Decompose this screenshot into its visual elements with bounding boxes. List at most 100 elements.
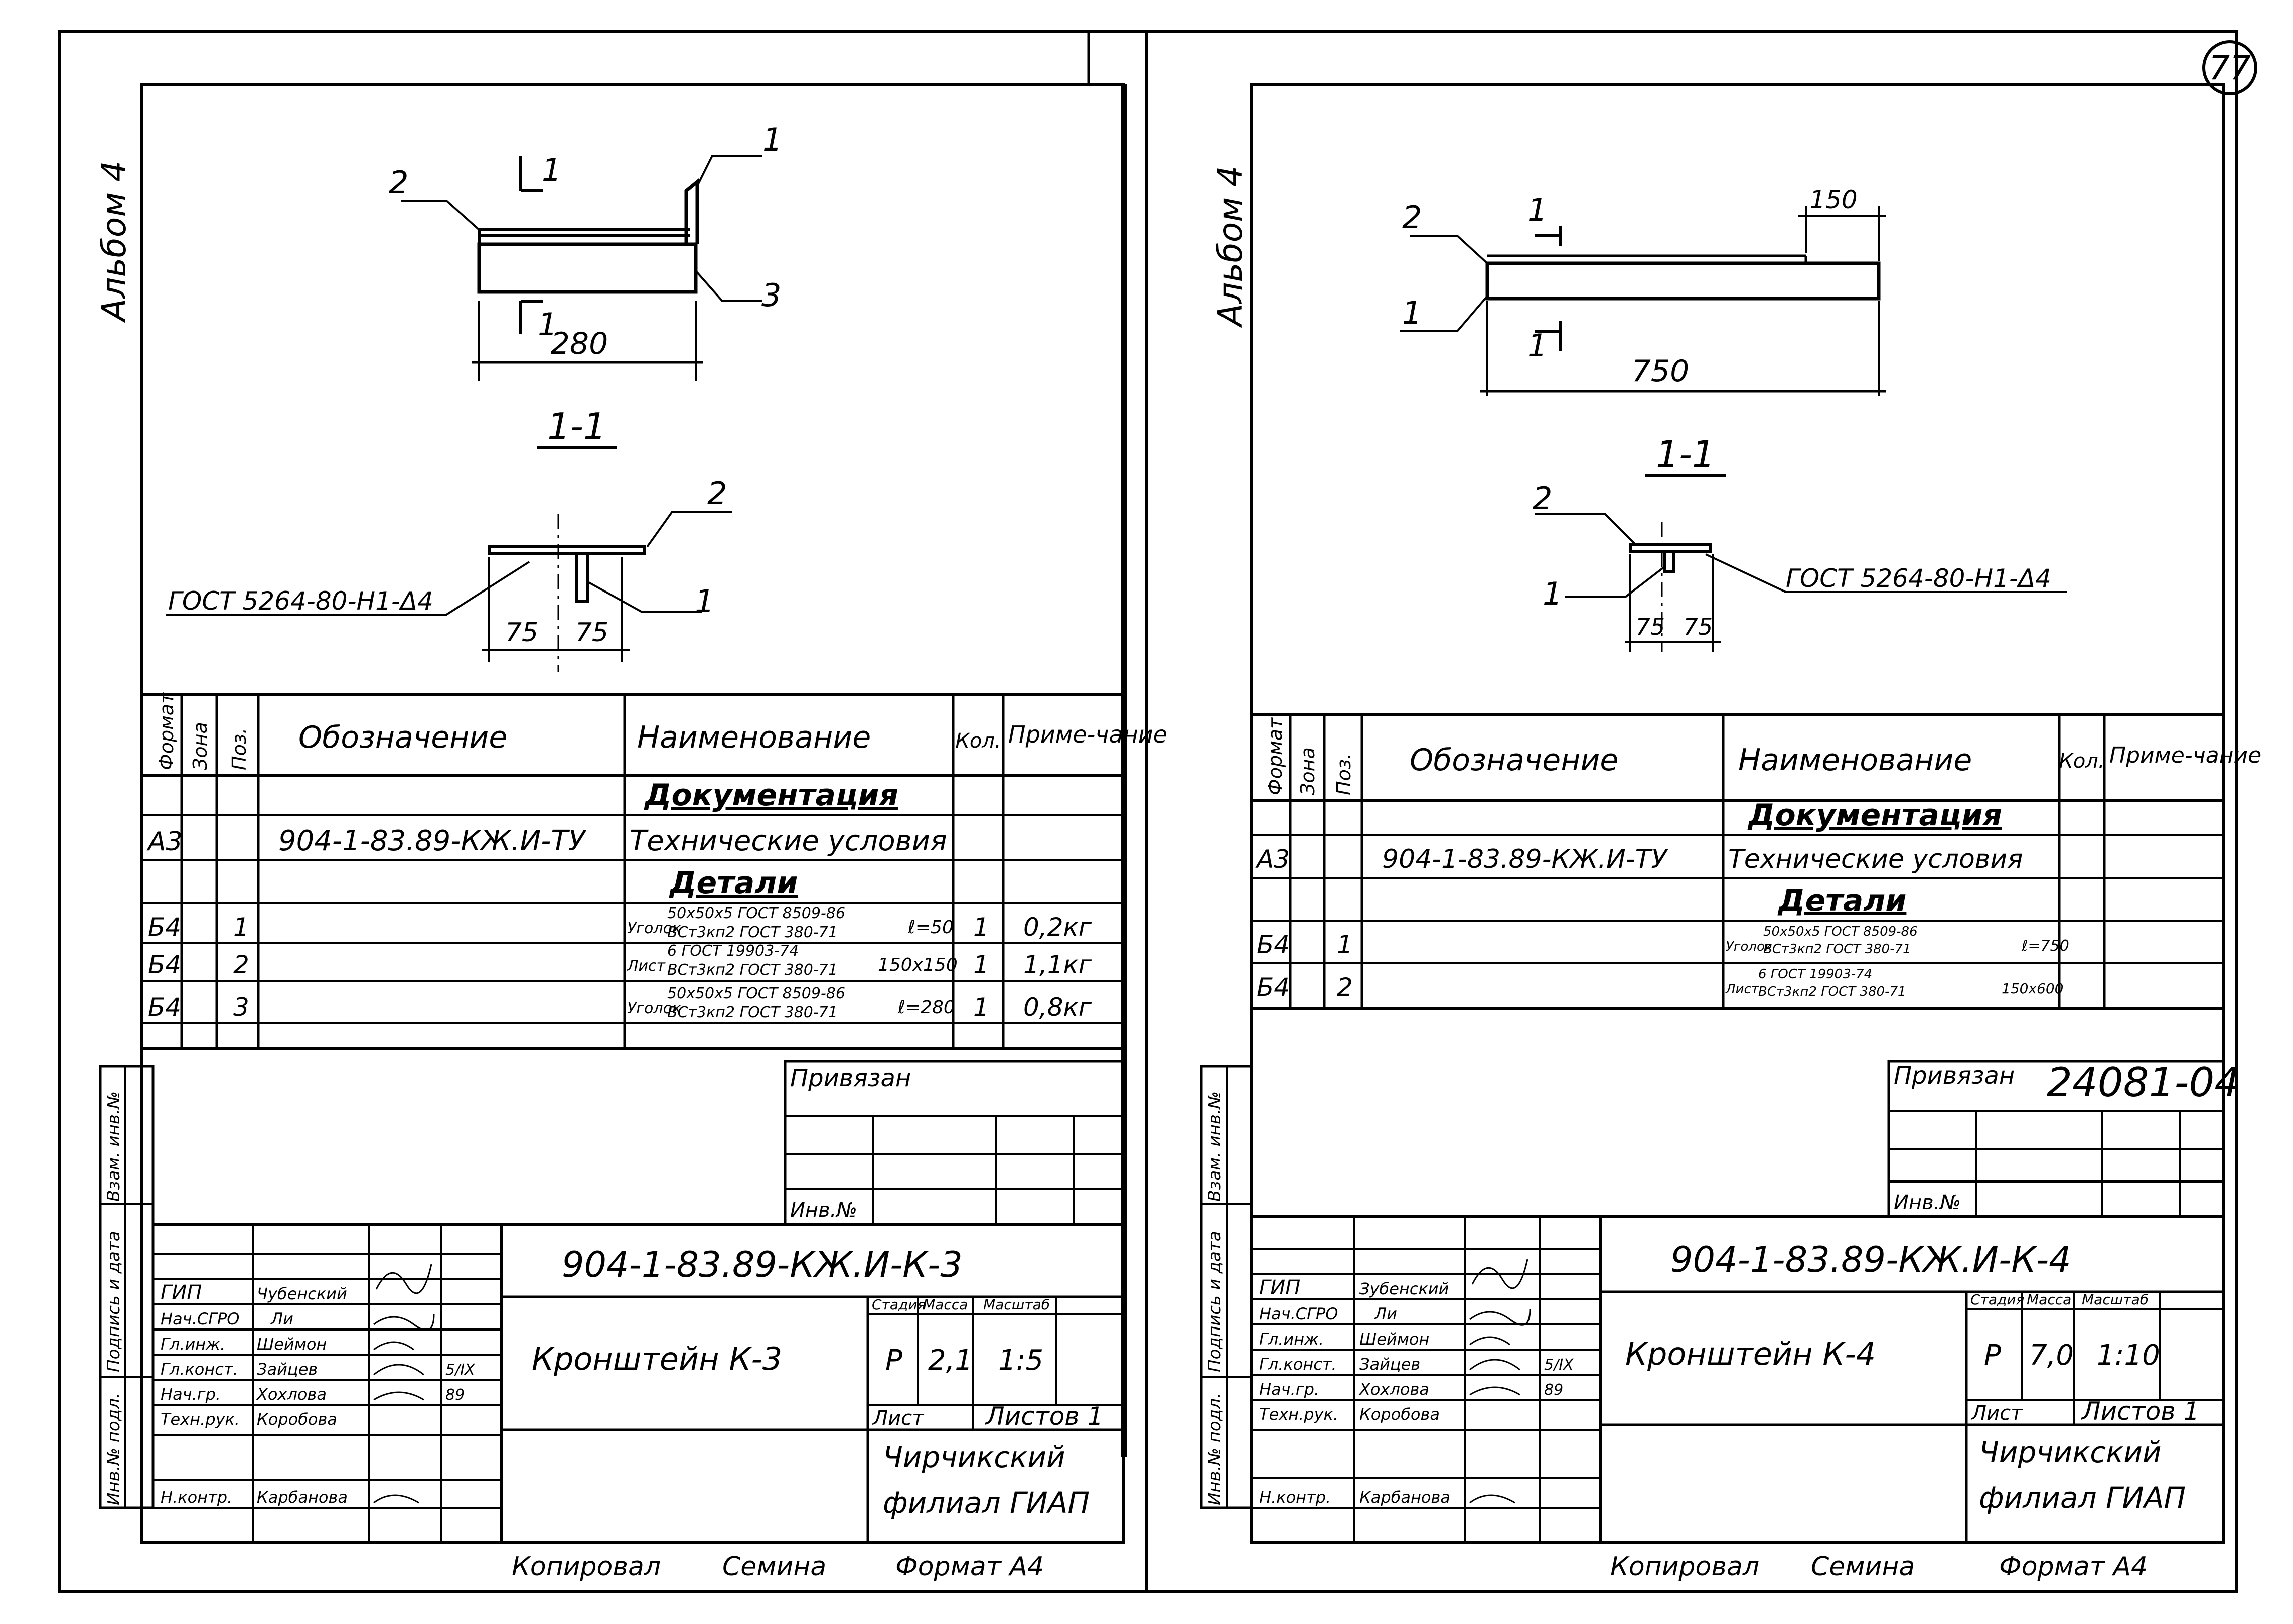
svg-text:Поз.: Поз. bbox=[1333, 753, 1355, 795]
svg-text:Наименование: Наименование bbox=[1738, 743, 1972, 778]
svg-text:Подпись и дата: Подпись и дата bbox=[104, 1231, 124, 1372]
k3-inv-no: Инв.№ bbox=[790, 1199, 857, 1222]
k4-binding-block: Привязан Инв.№ bbox=[1887, 1060, 2225, 1218]
k3-footer-copied: Копировал bbox=[512, 1552, 661, 1582]
svg-text:Чирчикский: Чирчикский bbox=[1979, 1435, 2162, 1469]
svg-text:Гл.инж.: Гл.инж. bbox=[1259, 1330, 1324, 1349]
svg-text:Масштаб: Масштаб bbox=[2082, 1291, 2149, 1308]
svg-text:150х600: 150х600 bbox=[2002, 980, 2063, 997]
svg-text:Шеймон: Шеймон bbox=[1359, 1330, 1429, 1349]
k4-footer-copied: Копировал bbox=[1610, 1552, 1759, 1582]
sheet-number-badge: 77 bbox=[2202, 40, 2257, 95]
k4-section-view: 2 1 ГОСТ 5264-80-Н1-Δ4 75 75 bbox=[1533, 480, 2067, 652]
k4-detail-row-1: Б4 1 Уголок 50х50х5 ГОСТ 8509-86 ВСт3кп2… bbox=[1257, 924, 2069, 959]
svg-text:Чубенский: Чубенский bbox=[257, 1284, 347, 1303]
k3-section-view: 2 1 ГОСТ 5264-80-Н1-Δ4 75 75 bbox=[166, 475, 732, 672]
k4-code: 904-1-83.89-КЖ.И-К-4 bbox=[1670, 1239, 2071, 1280]
svg-text:Технические условия: Технические условия bbox=[1728, 844, 2023, 874]
svg-text:2,1: 2,1 bbox=[928, 1344, 973, 1377]
k4-footer-name: Семина bbox=[1811, 1552, 1915, 1582]
k4-title: Кронштейн К-4 bbox=[1625, 1336, 1876, 1372]
svg-text:2: 2 bbox=[233, 950, 249, 979]
sheet-k3: 1 1 2 1 3 280 1-1 2 1 bbox=[99, 83, 1167, 1582]
k3-hdr-note: Приме-чание bbox=[1008, 721, 1167, 748]
svg-text:Б4: Б4 bbox=[148, 913, 181, 942]
k4-side-strip: Инв.№ подл. Подпись и дата Взам. инв.№ bbox=[1200, 1065, 1253, 1509]
sheet-number: 77 bbox=[2209, 49, 2251, 87]
svg-text:Р: Р bbox=[1984, 1339, 2001, 1372]
k3-doc-designation: 904-1-83.89-КЖ.И-ТУ bbox=[278, 825, 587, 857]
svg-text:Инв.№ подл.: Инв.№ подл. bbox=[1205, 1393, 1225, 1505]
svg-text:1: 1 bbox=[233, 913, 249, 942]
svg-text:Зубенский: Зубенский bbox=[1359, 1279, 1449, 1298]
k3-dim-left: 75 bbox=[505, 618, 538, 648]
svg-text:Стадия: Стадия bbox=[1970, 1291, 2024, 1308]
svg-text:Ли: Ли bbox=[270, 1309, 293, 1328]
svg-text:Зайцев: Зайцев bbox=[257, 1360, 318, 1379]
k3-section-callout-1: 1 bbox=[695, 583, 714, 620]
svg-text:50х50х5 ГОСТ 8509-86: 50х50х5 ГОСТ 8509-86 bbox=[667, 985, 845, 1002]
svg-text:6 ГОСТ 19903-74: 6 ГОСТ 19903-74 bbox=[1758, 967, 1872, 982]
k4-footer-format: Формат А4 bbox=[1999, 1552, 2148, 1582]
svg-text:Формат: Формат bbox=[1264, 717, 1286, 795]
k3-footer-name: Семина bbox=[722, 1552, 826, 1582]
svg-text:Документация: Документация bbox=[1747, 798, 2002, 833]
svg-text:Инв.№ подл.: Инв.№ подл. bbox=[104, 1393, 124, 1505]
svg-text:Лист: Лист bbox=[872, 1407, 925, 1430]
svg-text:Листов 1: Листов 1 bbox=[985, 1402, 1103, 1431]
svg-text:Р: Р bbox=[885, 1344, 902, 1377]
k3-doc-format: А3 bbox=[146, 827, 183, 857]
svg-text:Детали: Детали bbox=[1777, 883, 1906, 918]
k3-binding-block: Привязан Инв.№ bbox=[784, 1060, 1125, 1226]
k3-hdr-name: Наименование bbox=[637, 720, 871, 755]
k3-side-strip: Инв.№ подл. Подпись и дата Взам. инв.№ bbox=[99, 1065, 155, 1509]
svg-text:7,0: 7,0 bbox=[2029, 1339, 2074, 1372]
k3-section-details: Детали bbox=[669, 865, 798, 901]
svg-text:Хохлова: Хохлова bbox=[1358, 1380, 1429, 1399]
svg-text:Масштаб: Масштаб bbox=[983, 1296, 1050, 1313]
svg-text:Коробова: Коробова bbox=[1359, 1405, 1440, 1424]
svg-text:Б4: Б4 bbox=[148, 950, 181, 979]
k3-section-docs: Документация bbox=[644, 778, 898, 813]
svg-text:1: 1 bbox=[973, 993, 989, 1022]
k3-hdr-designation: Обозначение bbox=[298, 720, 507, 755]
svg-text:Н.контр.: Н.контр. bbox=[1259, 1488, 1331, 1507]
svg-text:Н.контр.: Н.контр. bbox=[161, 1488, 232, 1507]
k4-dim-right: 75 bbox=[1684, 613, 1713, 640]
svg-text:Гл.инж.: Гл.инж. bbox=[161, 1335, 225, 1354]
svg-text:Взам. инв.№: Взам. инв.№ bbox=[104, 1091, 124, 1202]
svg-text:Карбанова: Карбанова bbox=[1359, 1488, 1450, 1507]
k4-date: 5/IX bbox=[1544, 1356, 1574, 1374]
svg-text:Взам. инв.№: Взам. инв.№ bbox=[1205, 1091, 1225, 1202]
k3-section-callout-2: 2 bbox=[707, 475, 727, 512]
k4-callout-2: 2 bbox=[1402, 199, 1422, 236]
k3-hdr-qty: Кол. bbox=[955, 729, 1001, 753]
k3-hdr-pos: Поз. bbox=[228, 728, 250, 770]
svg-text:ℓ=750: ℓ=750 bbox=[2021, 937, 2069, 955]
k3-detail-row-1: Б4 1 Уголок 50х50х5 ГОСТ 8509-86 ВСт3кп2… bbox=[148, 905, 1092, 942]
svg-text:ГИП: ГИП bbox=[1259, 1276, 1300, 1299]
k3-date: 5/IX bbox=[445, 1361, 476, 1379]
k4-section-title: 1-1 bbox=[1656, 433, 1715, 475]
svg-text:Обозначение: Обозначение bbox=[1410, 743, 1618, 778]
k3-code: 904-1-83.89-КЖ.И-К-3 bbox=[562, 1244, 963, 1285]
k4-weld-note: ГОСТ 5264-80-Н1-Δ4 bbox=[1786, 564, 2051, 593]
k3-footer-format: Формат А4 bbox=[895, 1552, 1044, 1582]
k3-title-block: ГИП Чубенский Нач.СГРО Ли Гл.инж. Шеймон… bbox=[153, 1223, 1124, 1542]
svg-text:Масса: Масса bbox=[923, 1296, 968, 1313]
svg-text:Б4: Б4 bbox=[1257, 930, 1290, 959]
svg-text:50х50х5 ГОСТ 8509-86: 50х50х5 ГОСТ 8509-86 bbox=[1763, 924, 1918, 939]
svg-text:Стадия: Стадия bbox=[872, 1296, 926, 1313]
svg-text:Зайцев: Зайцев bbox=[1359, 1355, 1420, 1374]
svg-text:Приме-чание: Приме-чание bbox=[2109, 743, 2261, 768]
svg-text:ВСт3кп2 ГОСТ 380-71: ВСт3кп2 ГОСТ 380-71 bbox=[667, 961, 838, 979]
svg-text:Нач.гр.: Нач.гр. bbox=[1259, 1380, 1319, 1399]
svg-text:0,8кг: 0,8кг bbox=[1023, 993, 1092, 1022]
svg-text:Ли: Ли bbox=[1374, 1304, 1397, 1323]
k4-dim-overall: 750 bbox=[1632, 354, 1690, 389]
svg-text:Техн.рук.: Техн.рук. bbox=[161, 1410, 240, 1429]
svg-text:6 ГОСТ 19903-74: 6 ГОСТ 19903-74 bbox=[667, 942, 799, 960]
svg-text:Нач.СГРО: Нач.СГРО bbox=[161, 1309, 239, 1328]
k3-callout-1: 1 bbox=[762, 121, 782, 158]
inventory-number: 24081-04 bbox=[2047, 1059, 2240, 1106]
